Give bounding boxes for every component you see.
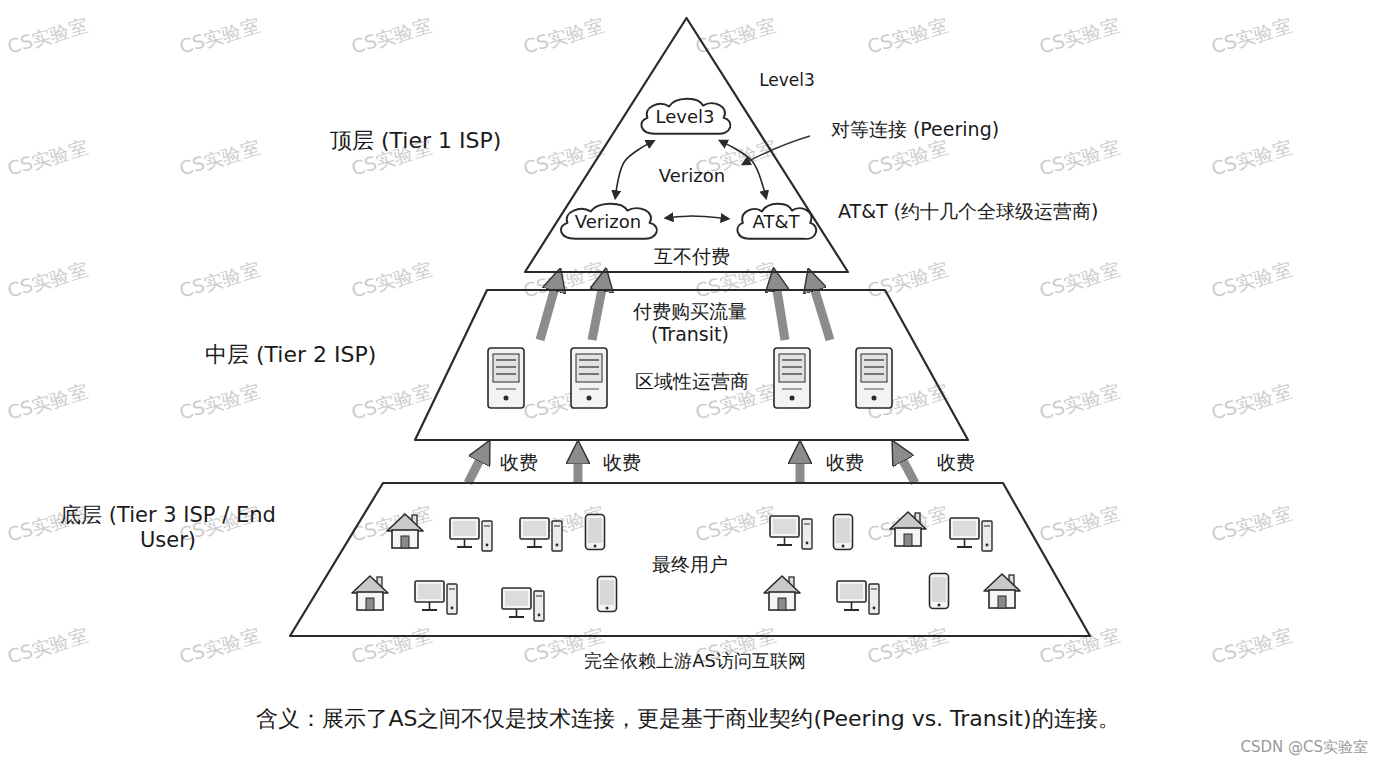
watermark-text: CS实验室 <box>1036 379 1122 427</box>
fee-arrow <box>574 457 583 483</box>
house-icon <box>387 514 423 548</box>
tier-heading: 底层 (Tier 3 ISP / End User) <box>32 503 304 553</box>
watermark-text: CS实验室 <box>348 379 434 427</box>
tier1-band: 顶层 (Tier 1 ISP)Level3VerizonAT&T <box>525 18 848 272</box>
tier-heading: 顶层 (Tier 1 ISP) <box>330 128 501 154</box>
watermark-text: CS实验室 <box>348 13 434 61</box>
watermark-text: CS实验室 <box>4 13 90 61</box>
peering-arrow <box>724 143 765 194</box>
watermark-text: CS实验室 <box>864 623 950 671</box>
watermark-text: CS实验室 <box>1208 501 1294 549</box>
tier-heading: 中层 (Tier 2 ISP) <box>205 342 376 368</box>
phone-icon <box>930 574 949 609</box>
house-icon <box>984 574 1020 608</box>
peering-arrow <box>670 216 723 218</box>
transit-arrow <box>540 284 556 340</box>
watermark-text: CS实验室 <box>1036 257 1122 305</box>
watermark-text: CS实验室 <box>1208 13 1294 61</box>
phone-icon <box>598 577 617 612</box>
cloud-label: Level3 <box>656 106 715 128</box>
watermark-text: CS实验室 <box>176 379 262 427</box>
watermark-text: CS实验室 <box>864 13 950 61</box>
watermark-text: CS实验室 <box>692 13 778 61</box>
peering-leader <box>747 136 810 162</box>
watermark-text: CS实验室 <box>4 379 90 427</box>
phone-icon <box>586 515 605 550</box>
watermark-text: CS实验室 <box>1036 501 1122 549</box>
edge-label: 收费 <box>497 450 541 473</box>
tier2-servers <box>488 348 892 408</box>
pc-icon <box>415 581 457 614</box>
watermark-text: CS实验室 <box>4 257 90 305</box>
edge-label: 收费 <box>600 450 644 473</box>
phone-icon <box>834 515 853 550</box>
watermark-text: CS实验室 <box>864 257 950 305</box>
peering-arrow <box>616 143 650 193</box>
watermark-text: CS实验室 <box>520 257 606 305</box>
cloud-label: Verizon <box>575 211 641 233</box>
tier1-corner-label: Level3 <box>759 70 815 90</box>
pc-icon <box>950 518 992 551</box>
edge-label: 互不付费 <box>651 245 733 268</box>
transit-arrow <box>813 284 830 340</box>
watermark-text: CS实验室 <box>1036 623 1122 671</box>
end-user-label: 最终用户 <box>652 553 728 576</box>
tier1-center-label: Verizon <box>659 165 725 187</box>
watermark-text: CS实验室 <box>1208 623 1294 671</box>
regional-label: 区域性运营商 <box>635 370 749 393</box>
dependency-note: 完全依赖上游AS访问互联网 <box>584 650 806 672</box>
fee-arrow <box>796 457 805 483</box>
watermark-text: CS实验室 <box>176 623 262 671</box>
watermark-text: CS实验室 <box>348 623 434 671</box>
watermark-text: CS实验室 <box>1036 13 1122 61</box>
watermark-text: CS实验室 <box>176 257 262 305</box>
watermark-text: CS实验室 <box>520 13 606 61</box>
source-credit: CSDN @CS实验室 <box>1240 738 1368 756</box>
watermark-text: CS实验室 <box>1208 379 1294 427</box>
watermark-text: CS实验室 <box>4 135 90 183</box>
end-user-icons <box>352 512 1020 621</box>
edge-label: 收费 <box>823 450 867 473</box>
watermark-text: CS实验室 <box>176 135 262 183</box>
transit-label: 付费购买流量 (Transit) <box>615 300 765 346</box>
watermark-text: CS实验室 <box>1208 257 1294 305</box>
isp-cloud: AT&T <box>731 200 822 244</box>
server-icon <box>488 348 524 408</box>
pc-icon <box>502 588 544 621</box>
isp-cloud: Level3 <box>634 95 737 139</box>
transit-arrow <box>776 284 785 340</box>
edge-label: 收费 <box>934 450 978 473</box>
server-icon <box>571 348 607 408</box>
server-icon <box>774 348 810 408</box>
watermark-text: CS实验室 <box>348 257 434 305</box>
pc-icon <box>770 516 812 549</box>
house-icon <box>890 512 926 546</box>
peering-callout: 对等连接 (Peering) <box>831 118 999 141</box>
pc-icon <box>837 581 879 614</box>
caption: 含义：展示了AS之间不仅是技术连接，更是基于商业契约(Peering vs. T… <box>256 706 1119 732</box>
watermark-text: CS实验室 <box>864 135 950 183</box>
watermark-text: CS实验室 <box>4 623 90 671</box>
house-icon <box>352 576 388 610</box>
isp-cloud: Verizon <box>553 200 664 244</box>
transit-arrow <box>592 284 603 340</box>
watermark-text: CS实验室 <box>1036 135 1122 183</box>
pc-icon <box>520 518 562 551</box>
fee-arrow <box>900 455 915 483</box>
watermark-text: CS实验室 <box>692 501 778 549</box>
watermark-text: CS实验室 <box>176 13 262 61</box>
pc-icon <box>450 518 492 551</box>
watermark-text: CS实验室 <box>520 135 606 183</box>
tier1-note: AT&T (约十几个全球级运营商) <box>838 200 1098 223</box>
watermark-text: CS实验室 <box>1208 135 1294 183</box>
fee-arrow <box>468 455 482 483</box>
cloud-label: AT&T <box>753 211 800 233</box>
house-icon <box>764 576 800 610</box>
server-icon <box>856 348 892 408</box>
